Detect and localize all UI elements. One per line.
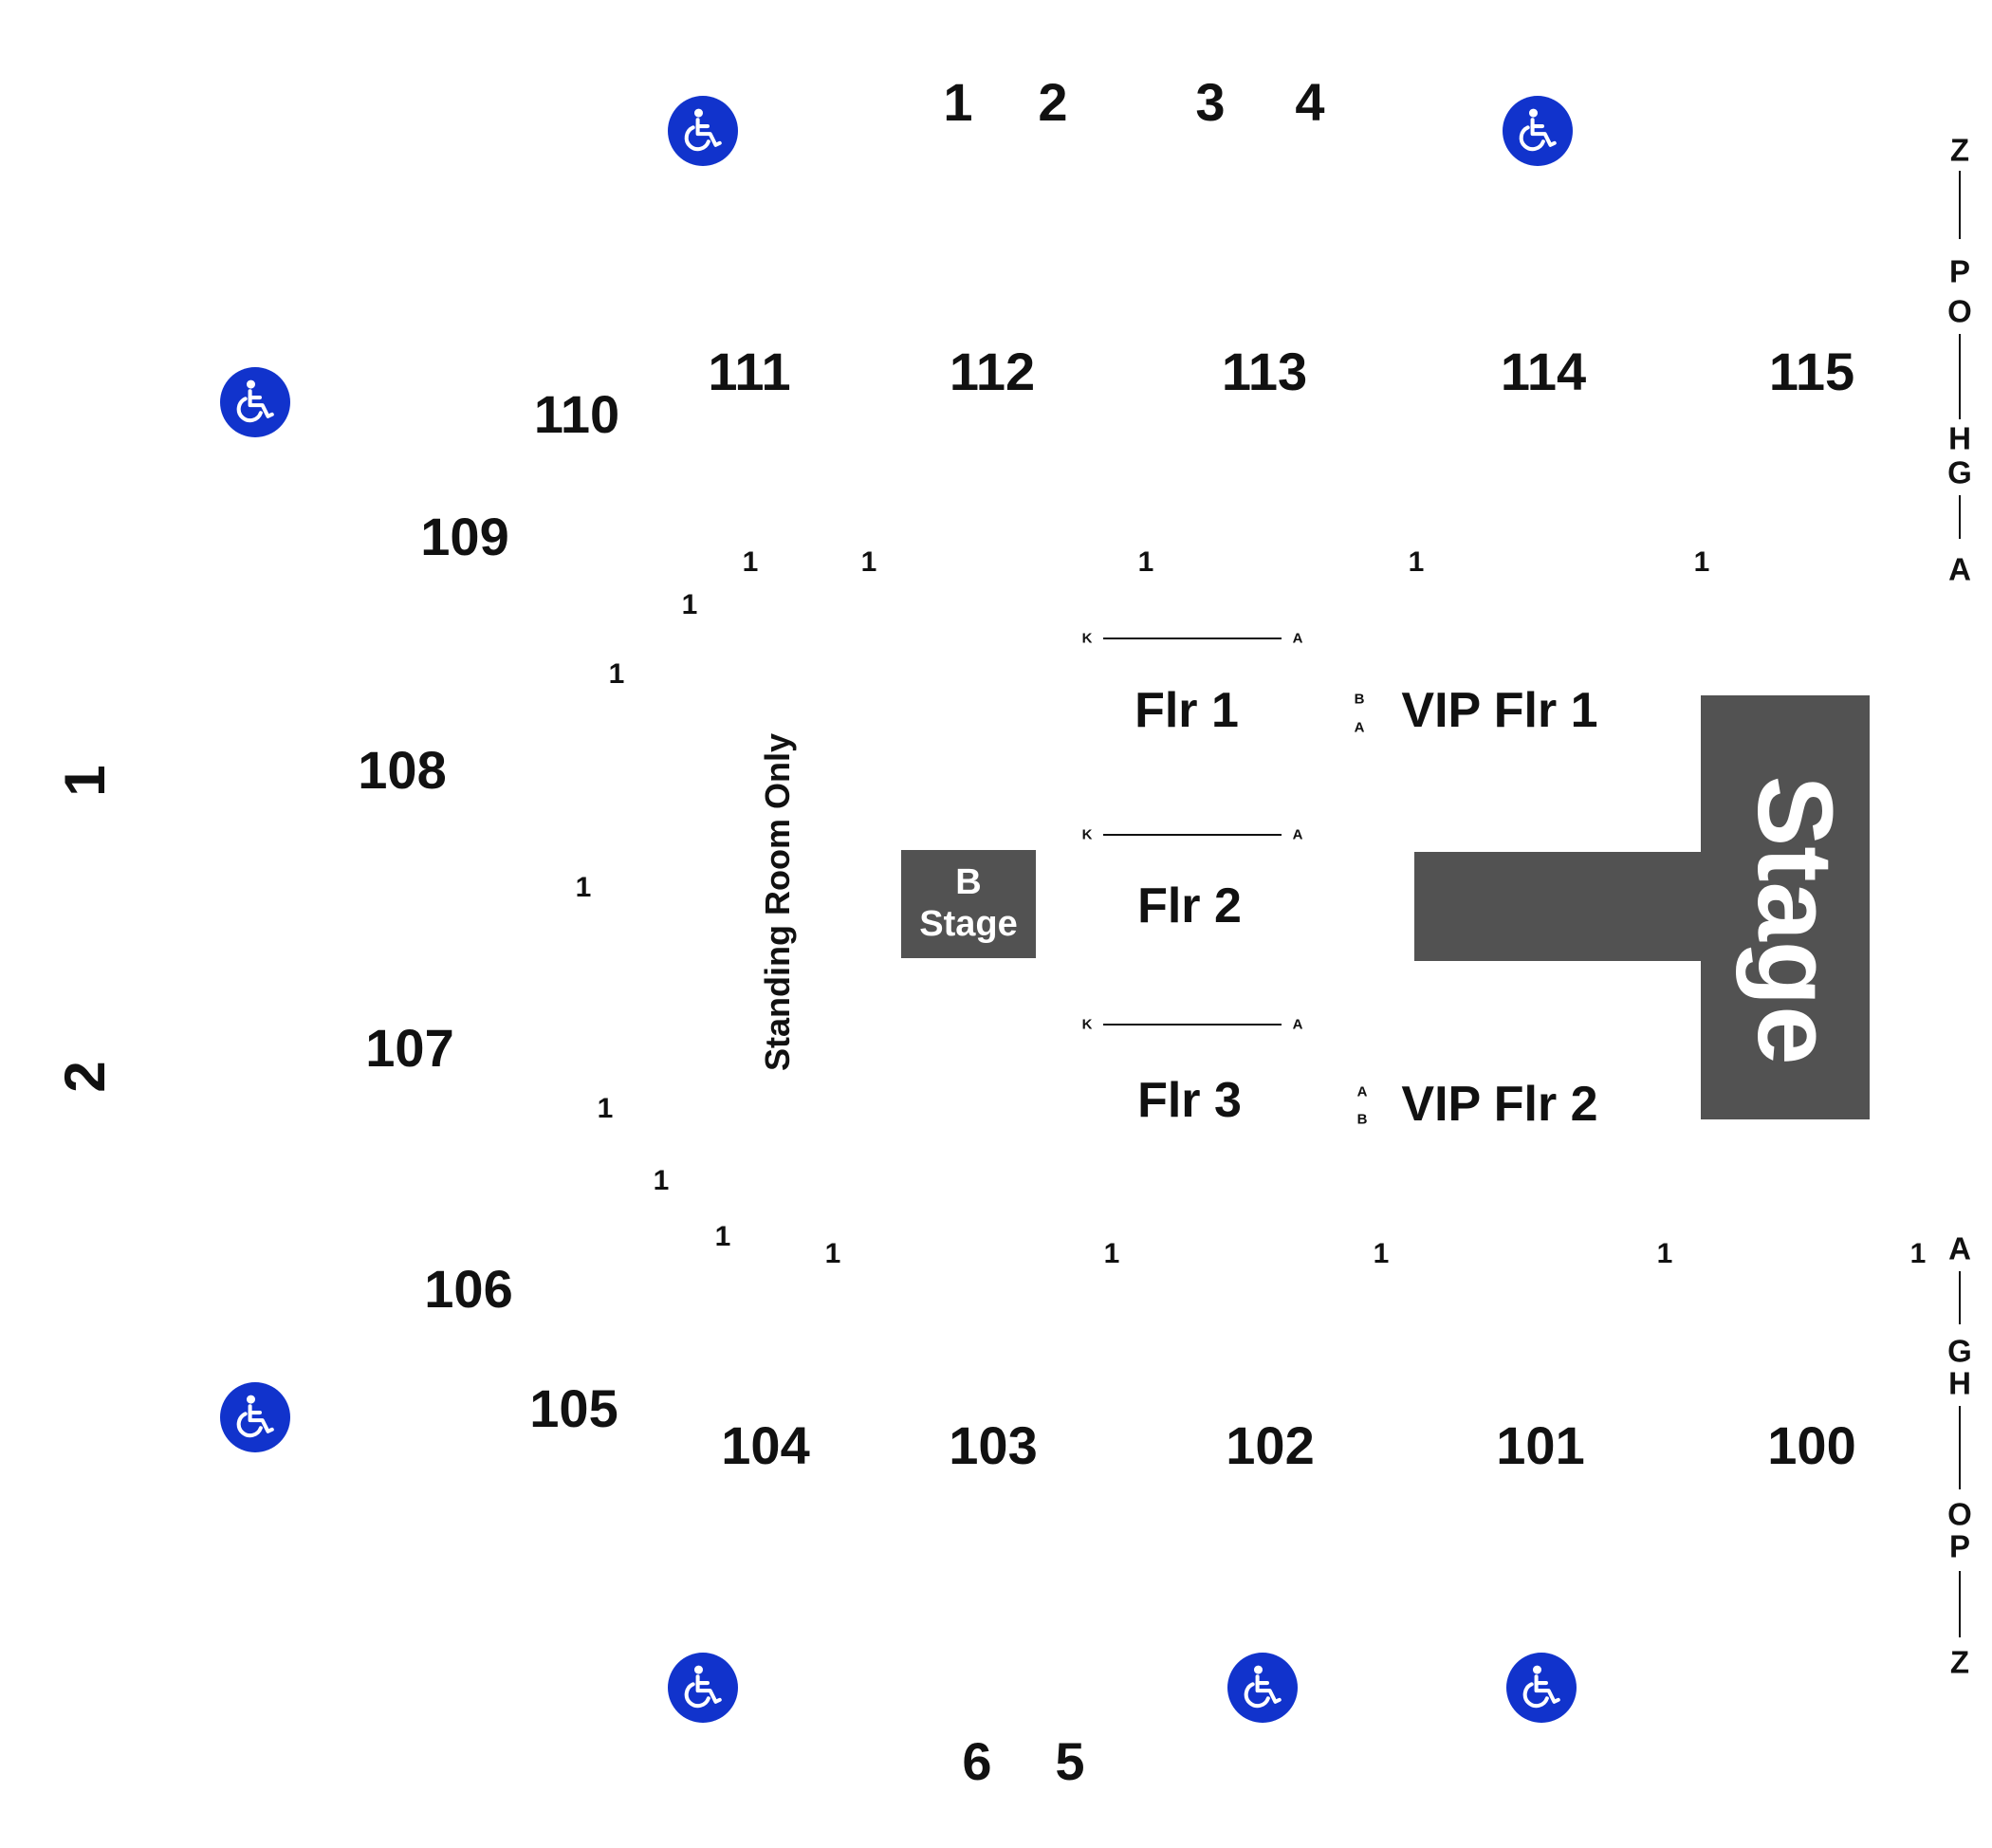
side-portal-2: 2 [53,1061,117,1093]
b-stage-label-line1: B [955,862,982,903]
row-1-label: 1 [824,1238,841,1269]
row-scale-o: O [1947,293,1972,329]
row-1-label: 1 [1103,1238,1120,1269]
floor-row-a: A [1292,1016,1303,1033]
row-scale-z: Z [1949,132,1970,168]
wheelchair-icon[interactable] [1506,1653,1577,1723]
section-114[interactable]: 114 [1500,342,1587,401]
row-1-label: 1 [1373,1238,1390,1269]
floor-section-2[interactable]: Flr 2 [1137,878,1242,933]
row-1-label: 1 [714,1221,731,1252]
row-scale-p: P [1948,1528,1971,1564]
wheelchair-icon[interactable] [668,96,738,166]
section-113[interactable]: 113 [1221,342,1308,401]
portal-3: 3 [1195,72,1226,132]
wheelchair-icon[interactable] [668,1653,738,1723]
row-scale-line [1959,171,1961,239]
vip-row-a: A [1354,719,1365,736]
row-1-label: 1 [1408,546,1425,578]
section-115[interactable]: 115 [1768,342,1855,401]
row-scale-h: H [1948,1365,1971,1401]
floor-row-line [1103,1024,1282,1026]
b-stage-label-line2: Stage [919,904,1018,944]
row-1-label: 1 [1909,1238,1927,1269]
side-portal-1: 1 [53,765,117,797]
floor-row-k: K [1081,826,1093,843]
section-104[interactable]: 104 [721,1415,810,1475]
section-107[interactable]: 107 [365,1018,454,1078]
section-112[interactable]: 112 [949,342,1036,401]
vip-floor-2[interactable]: VIP Flr 2 [1401,1077,1598,1132]
floor-section-1[interactable]: Flr 1 [1134,683,1239,738]
row-scale-line [1959,1271,1961,1324]
row-1-label: 1 [860,546,877,578]
portal-4: 4 [1295,72,1325,132]
wheelchair-icon[interactable] [220,1382,290,1452]
section-100[interactable]: 100 [1767,1415,1856,1475]
floor-row-line [1103,834,1282,836]
row-1-label: 1 [653,1165,670,1196]
row-1-label: 1 [1656,1238,1673,1269]
floor-row-a: A [1292,826,1303,843]
row-scale-a: A [1948,551,1971,587]
vip-row-b: B [1356,1111,1368,1128]
row-scale-line [1959,1571,1961,1637]
section-103[interactable]: 103 [949,1415,1038,1475]
portal-6: 6 [962,1731,992,1791]
row-scale-g: G [1947,454,1972,490]
row-scale-g: G [1947,1333,1972,1369]
section-101[interactable]: 101 [1496,1415,1585,1475]
row-1-label: 1 [1137,546,1154,578]
row-scale-line [1959,1406,1961,1489]
row-scale-o: O [1947,1496,1972,1532]
floor-row-k: K [1081,1016,1093,1033]
b-stage: B Stage [901,850,1036,958]
row-scale-line [1959,334,1961,419]
row-scale-z: Z [1949,1644,1970,1680]
portal-2: 2 [1038,72,1068,132]
standing-room-only-label[interactable]: Standing Room Only [758,733,797,1071]
vip-floor-1[interactable]: VIP Flr 1 [1401,683,1598,738]
portal-5: 5 [1055,1731,1085,1791]
wheelchair-icon[interactable] [1503,96,1573,166]
floor-row-line [1103,638,1282,639]
row-1-label: 1 [608,658,625,690]
vip-row-b: B [1354,691,1365,708]
floor-row-k: K [1081,630,1093,647]
stage-label: Stage [1736,775,1854,1065]
row-scale-h: H [1948,420,1971,456]
stage-runway [1414,852,1703,961]
section-110[interactable]: 110 [533,384,620,444]
row-1-label: 1 [597,1093,614,1124]
section-111[interactable]: 111 [708,342,791,401]
row-1-label: 1 [742,546,759,578]
section-108[interactable]: 108 [358,740,447,800]
section-105[interactable]: 105 [529,1378,618,1438]
floor-section-3[interactable]: Flr 3 [1137,1073,1242,1128]
section-106[interactable]: 106 [424,1259,513,1319]
vip-row-a: A [1356,1083,1368,1100]
row-scale-line [1959,495,1961,539]
main-stage [1701,695,1870,1119]
row-1-label: 1 [1693,546,1710,578]
row-scale-p: P [1948,253,1971,289]
row-scale-a: A [1948,1230,1971,1266]
row-1-label: 1 [575,872,592,903]
row-1-label: 1 [681,589,698,620]
portal-1: 1 [943,72,973,132]
wheelchair-icon[interactable] [220,367,290,437]
section-109[interactable]: 109 [420,507,509,566]
floor-row-a: A [1292,630,1303,647]
section-102[interactable]: 102 [1226,1415,1315,1475]
wheelchair-icon[interactable] [1227,1653,1298,1723]
